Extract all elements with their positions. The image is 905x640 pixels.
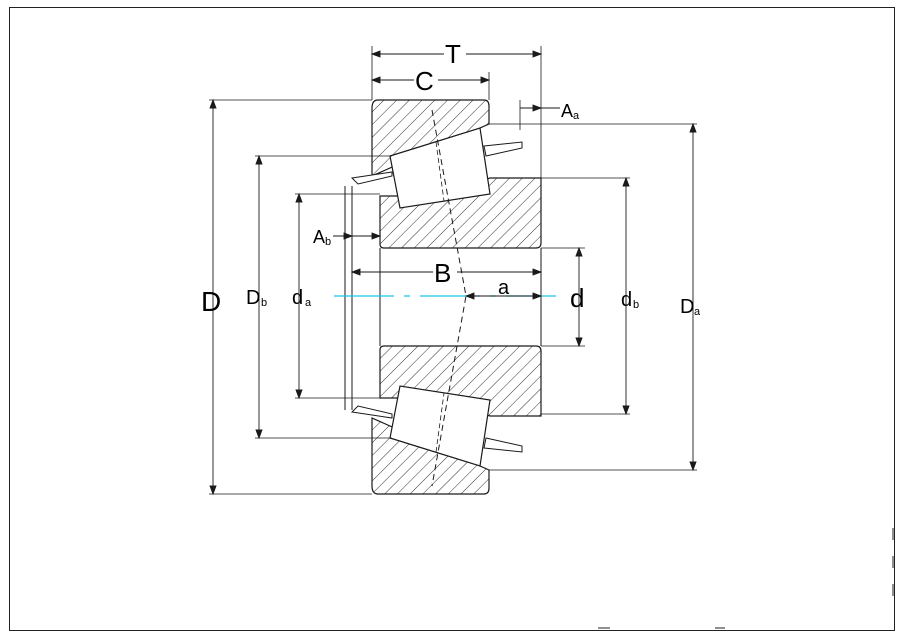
drawing-frame xyxy=(9,7,895,631)
label-db-sub: b xyxy=(633,299,639,311)
label-C: C xyxy=(415,66,434,96)
label-B: B xyxy=(434,258,451,288)
label-Aa-sub: a xyxy=(573,110,580,122)
inner-ring-bottom xyxy=(379,345,542,417)
label-Aa: A xyxy=(561,101,573,121)
label-Ab-sub: b xyxy=(325,236,331,248)
cage-bottom xyxy=(350,405,523,453)
label-T: T xyxy=(445,39,461,69)
roller-top xyxy=(389,127,491,209)
inner-ring-top xyxy=(379,177,542,249)
label-Ab: A xyxy=(313,227,325,247)
label-D: D xyxy=(201,286,221,317)
label-da-sub: a xyxy=(305,297,312,309)
label-Da-sub: a xyxy=(694,306,701,318)
label-Db: D xyxy=(246,287,260,309)
label-a: a xyxy=(498,277,510,299)
label-Da: D xyxy=(680,296,694,318)
cage-top xyxy=(350,141,523,185)
label-da: d xyxy=(292,287,303,309)
label-db: d xyxy=(621,289,632,311)
roller-bottom xyxy=(389,385,491,467)
label-d: d xyxy=(570,283,584,313)
label-Db-sub: b xyxy=(261,297,267,309)
